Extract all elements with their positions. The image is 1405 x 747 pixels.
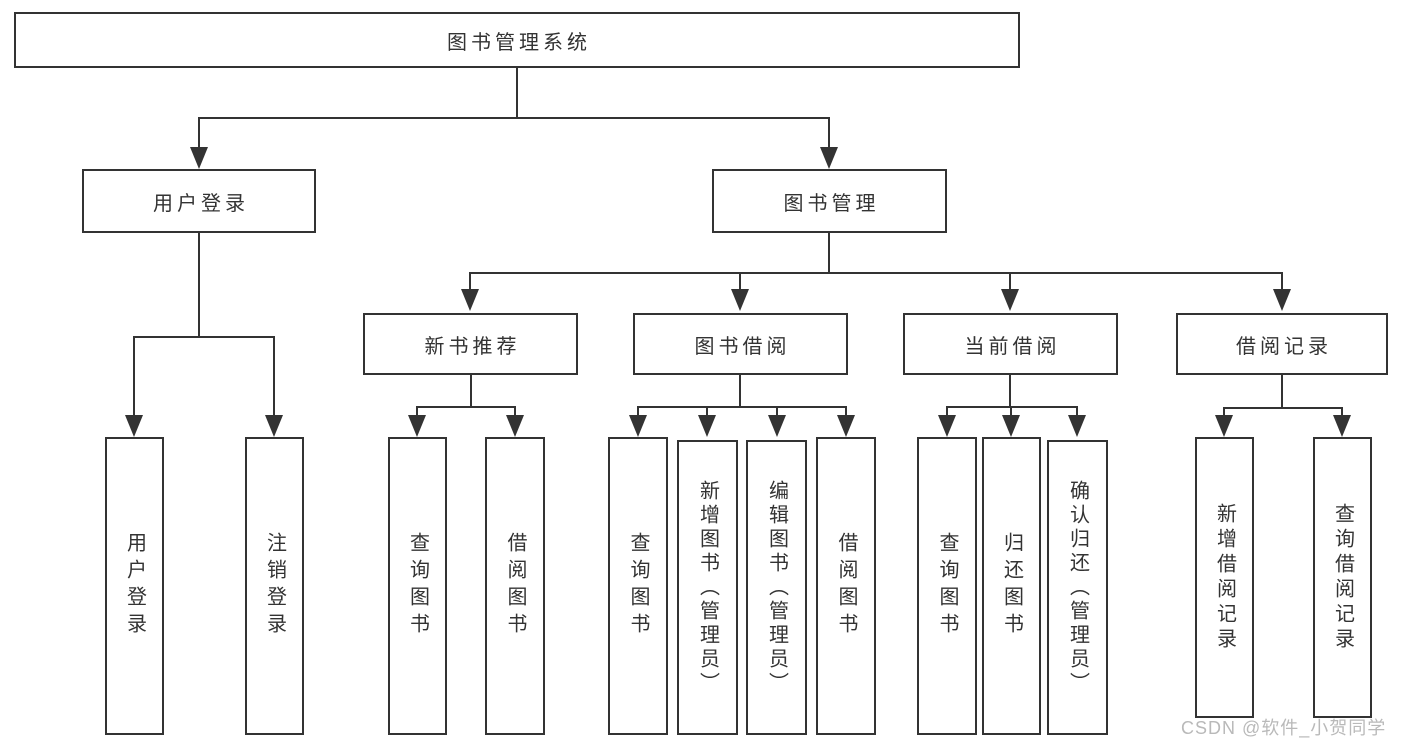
node-leaf-user-login: 用户登录 xyxy=(105,437,164,735)
arrow-down-icon xyxy=(938,415,956,437)
arrow-down-icon xyxy=(768,415,786,437)
node-leaf-recommend-borrow-book: 借阅图书 xyxy=(485,437,545,735)
connector-line xyxy=(1281,375,1283,408)
arrow-down-icon xyxy=(1273,289,1291,311)
node-leaf-confirm-return-admin: 确认归还（管理员） xyxy=(1047,440,1108,735)
node-leaf-query-borrow-record: 查询借阅记录 xyxy=(1313,437,1372,718)
arrow-down-icon xyxy=(461,289,479,311)
connector-line xyxy=(1341,407,1343,415)
connector-line xyxy=(1009,272,1011,291)
arrow-down-icon xyxy=(629,415,647,437)
arrow-down-icon xyxy=(698,415,716,437)
node-leaf-return-book: 归还图书 xyxy=(982,437,1041,735)
connector-line xyxy=(1224,407,1343,409)
csdn-watermark: CSDN @软件_小贺同学 xyxy=(1181,718,1387,738)
connector-line xyxy=(776,406,778,415)
connector-line xyxy=(198,117,830,119)
arrow-down-icon xyxy=(837,415,855,437)
arrow-down-icon xyxy=(1001,289,1019,311)
node-book-management: 图书管理 xyxy=(712,169,947,233)
arrow-down-icon xyxy=(1215,415,1233,437)
node-leaf-edit-book-admin: 编辑图书（管理员） xyxy=(746,440,807,735)
connector-line xyxy=(845,406,847,415)
node-leaf-borrow-borrow-book: 借阅图书 xyxy=(816,437,876,735)
connector-line xyxy=(739,375,741,406)
connector-line xyxy=(1223,407,1225,415)
connector-line xyxy=(828,233,830,273)
arrow-down-icon xyxy=(1068,415,1086,437)
node-leaf-add-book-admin: 新增图书（管理员） xyxy=(677,440,738,735)
connector-line xyxy=(1010,406,1012,415)
connector-line xyxy=(706,406,708,415)
node-leaf-recommend-query-book: 查询图书 xyxy=(388,437,447,735)
arrow-down-icon xyxy=(265,415,283,437)
connector-line xyxy=(198,117,200,149)
arrow-down-icon xyxy=(506,415,524,437)
node-leaf-current-query-book: 查询图书 xyxy=(917,437,977,735)
node-new-book-recommend: 新书推荐 xyxy=(363,313,578,375)
arrow-down-icon xyxy=(820,147,838,169)
connector-line xyxy=(198,233,200,337)
node-leaf-logout: 注销登录 xyxy=(245,437,304,735)
connector-line xyxy=(637,406,639,415)
node-leaf-add-borrow-record: 新增借阅记录 xyxy=(1195,437,1254,718)
node-current-borrow: 当前借阅 xyxy=(903,313,1118,375)
node-book-borrow: 图书借阅 xyxy=(633,313,848,375)
connector-line xyxy=(470,375,472,407)
arrow-down-icon xyxy=(408,415,426,437)
connector-line xyxy=(1281,272,1283,291)
arrow-down-icon xyxy=(190,147,208,169)
arrow-down-icon xyxy=(1333,415,1351,437)
connector-line xyxy=(516,68,518,118)
connector-line xyxy=(416,406,418,415)
connector-line xyxy=(469,272,471,291)
node-leaf-borrow-query-book: 查询图书 xyxy=(608,437,668,735)
connector-line xyxy=(273,336,275,415)
arrow-down-icon xyxy=(1002,415,1020,437)
arrow-down-icon xyxy=(125,415,143,437)
node-borrow-records: 借阅记录 xyxy=(1176,313,1388,375)
connector-line xyxy=(1009,375,1011,406)
connector-line xyxy=(946,406,1078,408)
connector-line xyxy=(739,272,741,291)
node-root: 图书管理系统 xyxy=(14,12,1020,68)
node-user-login: 用户登录 xyxy=(82,169,316,233)
connector-line xyxy=(470,272,1282,274)
connector-line xyxy=(133,336,135,415)
connector-line xyxy=(134,336,275,338)
connector-line xyxy=(417,406,516,408)
connector-line xyxy=(946,406,948,415)
connector-line xyxy=(828,117,830,149)
connector-line xyxy=(637,406,847,408)
arrow-down-icon xyxy=(731,289,749,311)
connector-line xyxy=(1076,406,1078,415)
connector-line xyxy=(514,406,516,415)
